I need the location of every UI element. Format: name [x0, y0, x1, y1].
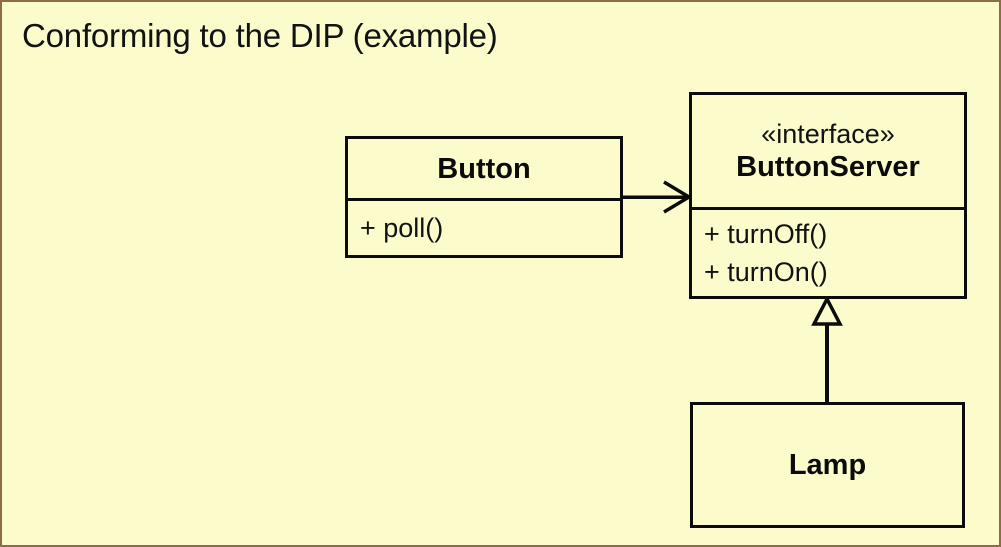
uml-member: + turnOff()	[704, 219, 828, 249]
page-title: Conforming to the DIP (example)	[22, 17, 498, 54]
uml-class-buttonserver-name-compartment: «interface» ButtonServer	[692, 95, 964, 207]
connector-button-to-buttonserver	[623, 180, 693, 214]
uml-class-button-members: + poll()	[348, 198, 620, 255]
uml-class-buttonserver-stereotype: «interface»	[761, 119, 895, 149]
uml-member: + turnOn()	[704, 257, 828, 287]
uml-member: + poll()	[360, 213, 444, 243]
uml-class-lamp-name: Lamp	[788, 449, 867, 481]
uml-class-button-name-compartment: Button	[348, 139, 620, 198]
uml-class-lamp-name-compartment: Lamp	[693, 405, 962, 525]
connector-lamp-to-buttonserver	[811, 295, 843, 402]
uml-class-lamp[interactable]: Lamp	[690, 402, 965, 528]
uml-class-buttonserver-members: + turnOff() + turnOn()	[692, 207, 964, 296]
uml-class-button-name: Button	[437, 152, 531, 185]
uml-class-buttonserver[interactable]: «interface» ButtonServer + turnOff() + t…	[689, 92, 967, 299]
uml-class-button[interactable]: Button + poll()	[345, 136, 623, 258]
uml-class-buttonserver-name: ButtonServer	[736, 151, 920, 183]
